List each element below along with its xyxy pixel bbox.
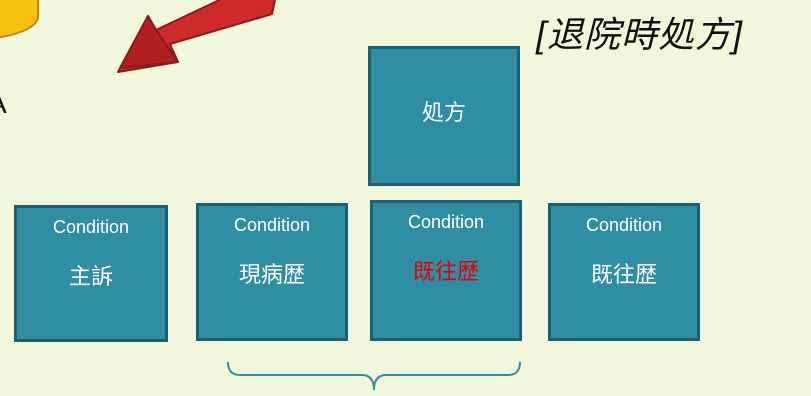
red-arrow [117,0,276,73]
page-title: [退院時処方] [536,14,744,55]
grouping-brace [227,361,521,391]
prescription-box: 処方 [368,46,520,186]
stray-letter: A [0,88,7,120]
condition-label: 既往歴 [590,262,657,287]
condition-box: Condition 現病歴 [196,203,348,341]
condition-label: 主訴 [68,264,113,289]
condition-box: Condition 既往歴 [548,203,700,341]
prescription-label: 処方 [421,100,466,125]
condition-label: 現病歴 [238,262,305,287]
condition-label-highlighted: 既往歴 [412,259,479,284]
condition-tag: Condition [52,217,130,237]
condition-box: Condition 主訴 [14,205,168,342]
yellow-shape [0,0,39,39]
condition-tag: Condition [407,212,485,232]
condition-tag: Condition [233,215,311,235]
condition-box: Condition 既往歴 [370,200,522,341]
condition-tag: Condition [585,215,663,235]
